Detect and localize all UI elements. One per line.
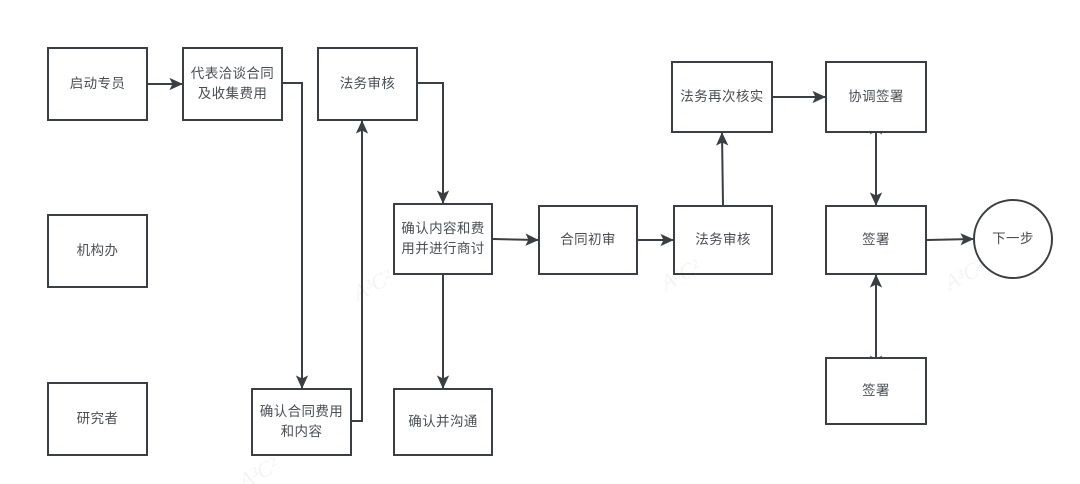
flow-node-n15[interactable]: 下一步 (973, 199, 1053, 279)
flow-node-n4[interactable]: 机构办 (47, 214, 148, 288)
flow-node-n3[interactable]: 法务审核 (317, 47, 418, 121)
flow-edge-n7-to-n9 (492, 233, 539, 246)
flow-node-n11[interactable]: 法务再次核实 (671, 61, 773, 133)
flow-edge-n2-to-n6 (283, 82, 309, 389)
flow-node-n10[interactable]: 法务审核 (673, 205, 773, 275)
flow-node-n9[interactable]: 合同初审 (538, 205, 638, 275)
flow-edge-n10-to-n11 (716, 132, 729, 206)
flow-node-n6[interactable]: 确认合同费用 和内容 (251, 388, 352, 456)
flow-node-n2[interactable]: 代表洽谈合同 及收集费用 (182, 47, 283, 121)
flow-node-n14[interactable]: 签署 (825, 357, 927, 425)
flow-node-n8[interactable]: 确认并沟通 (393, 388, 493, 456)
flow-node-n7[interactable]: 确认内容和费 用并进行商讨 (393, 203, 493, 275)
flow-node-n1[interactable]: 启动专员 (47, 47, 148, 121)
flow-edge-n13-to-n15 (926, 233, 974, 246)
flow-edge-n3-to-n7 (418, 82, 450, 204)
flow-node-n12[interactable]: 协调签署 (825, 61, 927, 133)
flow-node-n5[interactable]: 研究者 (47, 382, 148, 456)
flow-node-n13[interactable]: 签署 (825, 205, 927, 275)
